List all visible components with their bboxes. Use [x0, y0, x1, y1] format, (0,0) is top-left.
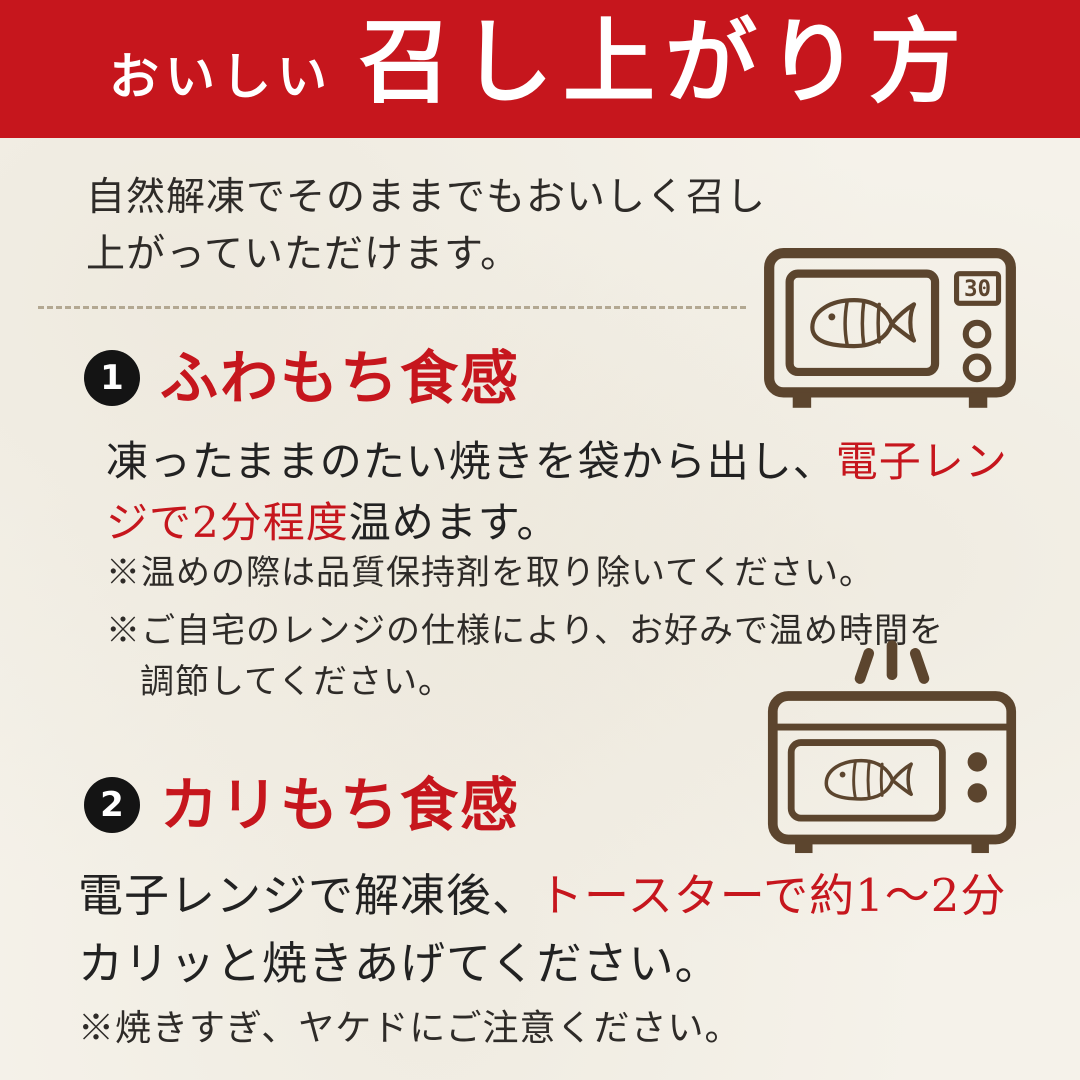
- section1-body-line2: ジで2分程度温めます。: [106, 493, 1008, 554]
- toaster-icon: [766, 634, 1018, 857]
- section1-body-line1-red: 電子レン: [835, 437, 1008, 486]
- intro-line-1: 自然解凍でそのままでもおいしく召し: [86, 175, 767, 220]
- intro-text: 自然解凍でそのままでもおいしく召し 上がっていただけます。: [86, 170, 766, 284]
- section2-heading: 2 カリもち食感: [84, 776, 520, 834]
- toaster-foot-left: [795, 839, 813, 854]
- toaster-window: [787, 739, 946, 822]
- section2-body-line1-black: 電子レンジで解凍後、: [78, 869, 539, 922]
- microwave-icon: 30: [762, 246, 1018, 420]
- intro-line-2: 上がっていただけます。: [86, 231, 521, 277]
- step-2-badge: 2: [84, 777, 140, 833]
- section2-body: 電子レンジで解凍後、トースターで約1〜2分 カリッと焼きあげてください。: [78, 862, 1006, 997]
- section1-body-line2-red: ジで2分程度: [106, 497, 349, 547]
- fish-eye: [839, 771, 846, 778]
- section2-body-line1: 電子レンジで解凍後、トースターで約1〜2分: [78, 862, 1006, 930]
- section1-body: 凍ったままのたい焼きを袋から出し、電子レン ジで2分程度温めます。: [106, 432, 1008, 554]
- microwave-display-value: 30: [964, 276, 991, 302]
- section2-notes: ※焼きすぎ、ヤケドにご注意ください。: [78, 1002, 741, 1056]
- section1-title: ふわもち食感: [160, 344, 521, 412]
- section2-body-line1-red: トースターで約1〜2分: [538, 869, 1007, 922]
- section1-body-line2-black: 温めます。: [348, 497, 560, 547]
- section2-body-line2: カリッと焼きあげてください。: [78, 930, 1006, 998]
- section1-note-2-line-2: 調節してください。: [140, 662, 453, 703]
- toaster-foot-right: [971, 839, 989, 854]
- section1-note-1: ※温めの際は品質保持剤を取り除いてください。: [106, 553, 874, 593]
- section1-note-2-line-1: ※ご自宅のレンジの仕様により、お好みで温め時間を: [106, 610, 944, 651]
- toaster-knob-top: [967, 752, 987, 772]
- section1-heading: 1 ふわもち食感: [84, 349, 520, 407]
- section2-note-1: ※焼きすぎ、ヤケドにご注意ください。: [78, 1008, 742, 1049]
- toaster-body: [767, 691, 1017, 845]
- toaster-knob-bottom: [967, 783, 987, 803]
- page-title: 召し上がり方: [358, 8, 971, 116]
- fish-eye: [828, 313, 836, 321]
- microwave-display: [953, 271, 1002, 306]
- header-banner: おいしい 召し上がり方: [0, 0, 1080, 138]
- step-1-badge: 1: [84, 350, 140, 406]
- section1-notes: ※温めの際は品質保持剤を取り除いてください。 ※ご自宅のレンジの仕様により、お好…: [106, 548, 944, 709]
- header-small-label: おいしい: [108, 47, 333, 106]
- taiyaki-fish-icon: [810, 298, 917, 349]
- toaster-icon-svg: [767, 640, 1017, 854]
- microwave-knob-bottom: [962, 353, 992, 383]
- section2-title: カリもち食感: [160, 771, 521, 839]
- heat-sparkle-lines: [854, 640, 930, 684]
- section1-body-line1: 凍ったままのたい焼きを袋から出し、電子レン: [106, 432, 1008, 493]
- microwave-window: [785, 269, 940, 377]
- dashed-divider: [38, 306, 746, 309]
- microwave-foot-left: [792, 392, 812, 408]
- microwave-foot-right: [968, 392, 988, 408]
- microwave-knob-top: [962, 319, 992, 349]
- taiyaki-fish-icon: [824, 758, 913, 801]
- section1-body-line1-black: 凍ったままのたい焼きを袋から出し、: [106, 437, 836, 486]
- microwave-body: [764, 248, 1016, 398]
- section2-body-line2-black: カリッと焼きあげてください。: [78, 936, 721, 990]
- microwave-icon-svg: 30: [764, 248, 1016, 408]
